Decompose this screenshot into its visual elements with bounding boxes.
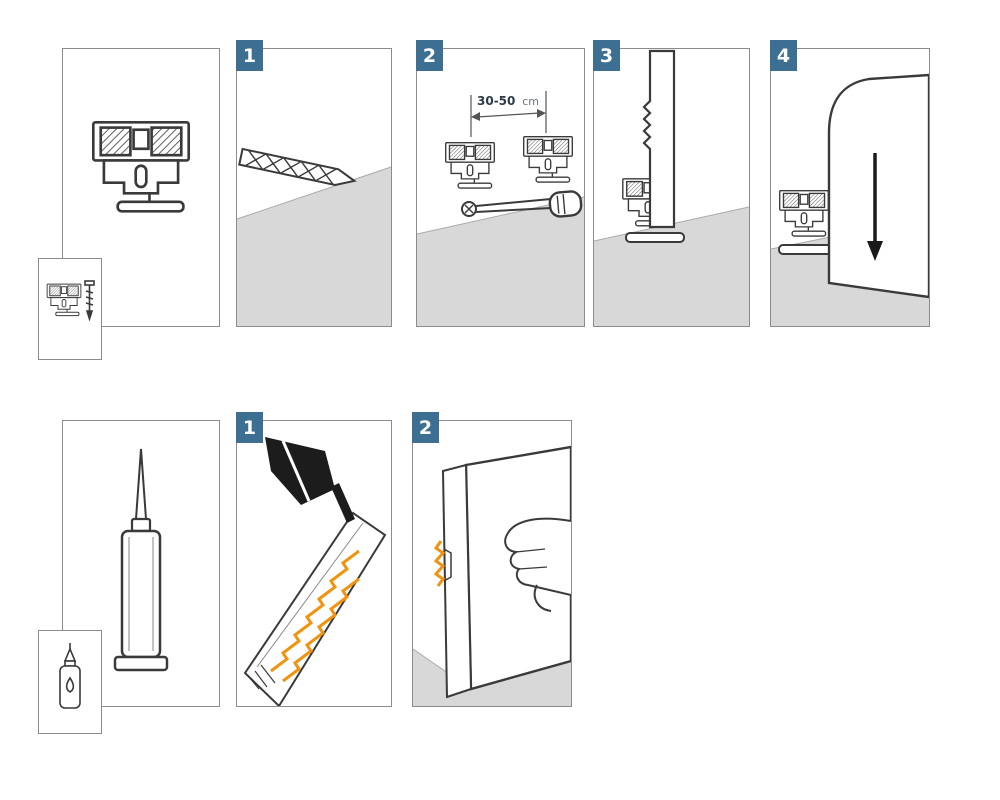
adhesive-cartridge <box>113 448 169 672</box>
inset-clip-screw <box>38 258 102 360</box>
panel-step4-press-down: 4 <box>770 40 930 327</box>
step-badge: 1 <box>236 412 263 443</box>
dimension-lines <box>470 91 547 137</box>
panel-step3-hook-board: 3 <box>593 40 750 327</box>
panel-glue-step2-press: 2 <box>412 412 572 707</box>
clip-left <box>445 142 495 189</box>
step-badge: 3 <box>593 40 620 71</box>
clip-notch <box>443 548 452 582</box>
panel-step1-drill: 1 <box>236 40 392 327</box>
screwdriver <box>461 190 583 218</box>
skirting-profile <box>642 49 676 229</box>
skirting-face <box>827 73 929 299</box>
step-badge: 2 <box>412 412 439 443</box>
press-to-wall-illustration <box>413 445 571 706</box>
cartridge-illustration <box>113 448 169 672</box>
floor <box>417 197 584 326</box>
skirting-edge <box>441 463 473 699</box>
down-arrow <box>867 153 883 261</box>
dimension-unit: cm <box>522 95 539 108</box>
apply-adhesive-illustration <box>243 437 387 706</box>
clip-right <box>523 136 573 183</box>
panel-step2-screw-clips: 2 30-50 cm <box>416 40 585 327</box>
inset-adhesive <box>38 630 102 734</box>
press-down-illustration <box>771 73 929 326</box>
adhesive-bottle-icon <box>59 643 81 709</box>
floor <box>237 167 391 326</box>
adhesive-beads <box>270 549 360 683</box>
screw-clips-illustration: 30-50 cm <box>417 91 584 326</box>
drill-bit <box>238 147 357 187</box>
drill-illustration <box>237 147 391 326</box>
base-rail <box>625 232 685 243</box>
step-badge: 1 <box>236 40 263 71</box>
hand-press <box>504 517 571 612</box>
dimension-value: 30-50 <box>477 94 515 108</box>
panel-glue-step1-apply: 1 <box>236 412 392 707</box>
step-badge: 4 <box>770 40 797 71</box>
mounting-clip <box>91 120 191 213</box>
base-rail <box>778 244 836 255</box>
hook-board-illustration <box>594 49 749 326</box>
screw-icon <box>84 280 95 322</box>
gun-nozzle <box>331 483 355 523</box>
cut-end-hatch <box>248 664 276 690</box>
clip <box>779 190 829 237</box>
clip-screw-icon <box>46 280 95 322</box>
glue-bottle <box>59 643 81 709</box>
dimension-label: 30-50 cm <box>477 94 539 108</box>
step-badge: 2 <box>416 40 443 71</box>
drop-icon <box>65 676 75 693</box>
clip-icon <box>46 283 82 317</box>
adhesive-gun <box>265 437 355 523</box>
adhesive-squiggle <box>433 540 446 587</box>
